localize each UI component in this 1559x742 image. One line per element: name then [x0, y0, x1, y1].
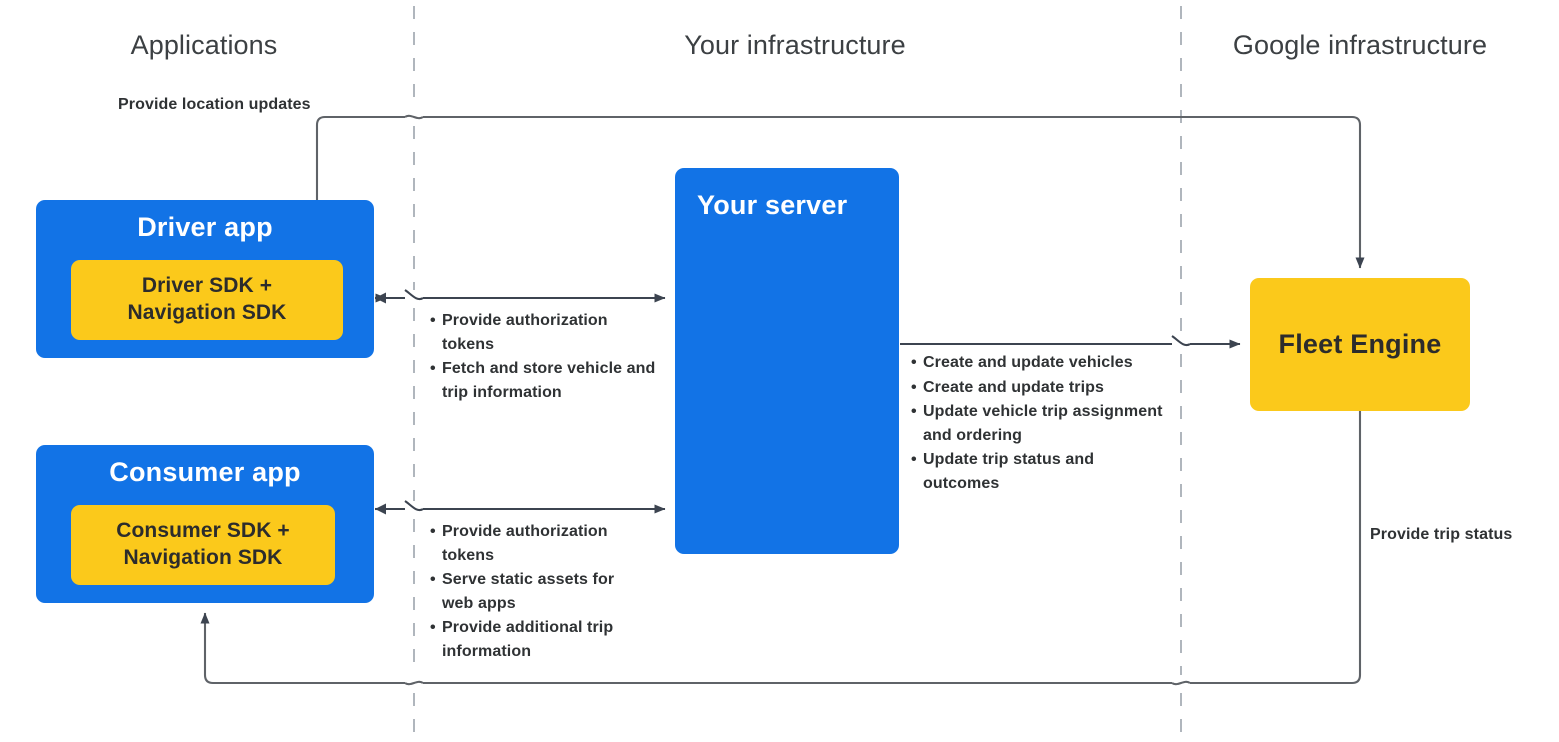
bullet-list-server-to-fleet-engine: Create and update vehiclesCreate and upd… [911, 351, 1169, 496]
list-item: Serve static assets for web apps [430, 568, 630, 615]
fleet-engine-title: Fleet Engine [1278, 329, 1442, 359]
driver-sdk-label: Driver SDK + Navigation SDK [127, 274, 287, 324]
node-your-server[interactable]: Your server [675, 168, 899, 554]
node-fleet-engine[interactable]: Fleet Engine [1250, 278, 1470, 411]
list-item: Create and update vehicles [911, 351, 1169, 375]
zone-header-google-infrastructure: Google infrastructure [1232, 30, 1488, 60]
list-item: Provide authorization tokens [430, 520, 630, 567]
node-driver-sdk[interactable]: Driver SDK + Navigation SDK [71, 260, 343, 340]
edge-driver-server [375, 289, 666, 303]
consumer-sdk-label: Consumer SDK + Navigation SDK [116, 519, 290, 569]
arrowhead-consumer-left [375, 503, 386, 515]
driver-app-title: Driver app [137, 212, 273, 242]
edge-consumer-server [386, 500, 666, 514]
node-consumer-sdk[interactable]: Consumer SDK + Navigation SDK [71, 505, 335, 585]
list-item: Fetch and store vehicle and trip informa… [430, 357, 656, 404]
list-item: Create and update trips [911, 376, 1169, 400]
bullet-list-driver-to-server: Provide authorization tokensFetch and st… [430, 309, 656, 405]
zone-header-applications: Applications [130, 30, 278, 60]
edge-server-to-fleet-engine [900, 335, 1241, 349]
edge-label-provide-location-updates: Provide location updates [118, 96, 311, 113]
zone-header-your-infrastructure: Your infrastructure [684, 30, 906, 60]
list-item: Update trip status and outcomes [911, 448, 1169, 495]
list-item: Update vehicle trip assignment and order… [911, 400, 1169, 447]
consumer-app-title: Consumer app [109, 457, 301, 487]
your-server-title: Your server [697, 190, 848, 220]
bullet-list-consumer-to-server: Provide authorization tokensServe static… [430, 520, 630, 664]
list-item: Provide authorization tokens [430, 309, 656, 356]
edge-label-provide-trip-status: Provide trip status [1370, 526, 1513, 543]
node-driver-app[interactable]: Driver app Driver SDK + Navigation SDK [36, 200, 374, 358]
node-consumer-app[interactable]: Consumer app Consumer SDK + Navigation S… [36, 445, 374, 603]
list-item: Provide additional trip information [430, 616, 630, 663]
arrowhead-driver-left [375, 292, 386, 304]
